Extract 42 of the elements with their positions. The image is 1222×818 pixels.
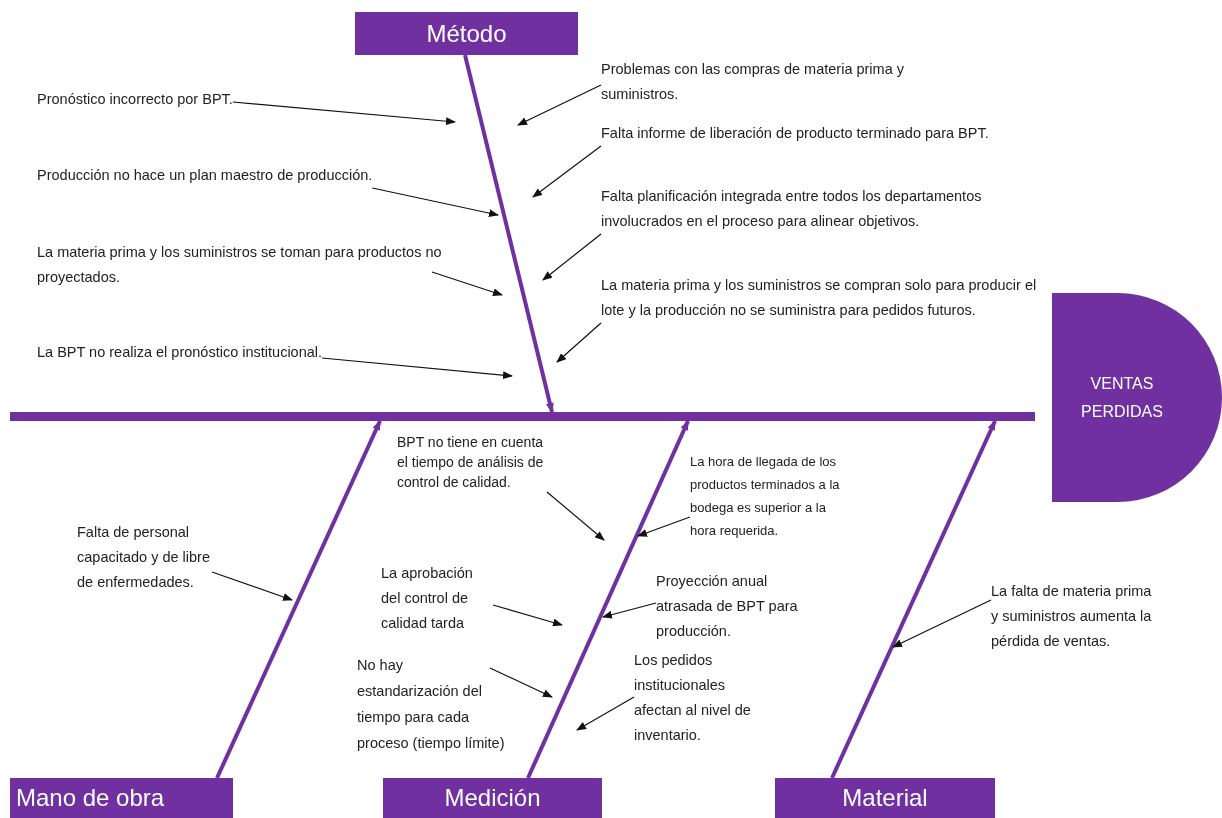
arrow [431, 271, 503, 296]
cause-text: No hay estandarización del tiempo para cada proceso (tiempo límite) [357, 652, 507, 756]
bone-arrow [215, 420, 382, 779]
arrow [892, 599, 992, 648]
arrow [492, 604, 563, 627]
arrow [546, 491, 605, 541]
spine-bar [10, 412, 1035, 421]
bone-arrow [463, 54, 554, 413]
cause-text: Problemas con las compras de materia prima y suministros. [601, 57, 971, 107]
arrow [232, 101, 456, 126]
arrow [637, 516, 691, 537]
arrow [556, 322, 602, 363]
cause-text: La aprobación del control de calidad tarda [381, 561, 493, 636]
category-box: Mano de obra [10, 778, 233, 818]
cause-text: La falta de materia prima y suministros aumenta la pérdida de ventas. [991, 579, 1161, 654]
arrow [576, 696, 635, 731]
category-box: Material [775, 778, 995, 818]
cause-text: Falta informe de liberación de producto terminado para BPT. [601, 121, 989, 146]
cause-text: Pronóstico incorrecto por BPT. [37, 87, 233, 112]
arrow [602, 602, 657, 619]
cause-text: Los pedidos institucionales afectan al nivel de inventario. [634, 648, 762, 748]
arrow [211, 571, 293, 601]
effect-head: VENTAS PERDIDAS [1052, 293, 1222, 502]
arrow [371, 187, 499, 217]
cause-text: Falta de personal capacitado y de libre de enfermedades. [77, 520, 212, 595]
cause-text: La hora de llegada de los productos terminados a la bodega es superior a la hora requerida. [690, 450, 850, 542]
cause-text: Proyección anual atrasada de BPT para producción. [656, 569, 816, 644]
bone-arrow [830, 420, 997, 779]
arrow [532, 145, 602, 198]
arrow [542, 233, 602, 281]
arrow [489, 667, 553, 698]
cause-text: BPT no tiene en cuenta el tiempo de análisis de control de calidad. [397, 432, 547, 492]
cause-text: La BPT no realiza el pronóstico institucional. [37, 340, 323, 365]
cause-text: La materia prima y los suministros se compran solo para producir el lote y la producción no se suministra para pedidos futuros. [601, 273, 1046, 323]
bone-arrow [526, 420, 690, 779]
category-box: Medición [383, 778, 602, 818]
cause-text: Falta planificación integrada entre todos los departamentos involucrados en el proceso para alinear objetivos. [601, 184, 1041, 234]
arrow [517, 84, 602, 126]
cause-text: La materia prima y los suministros se toman para productos no proyectados. [37, 240, 499, 290]
cause-text: Producción no hace un plan maestro de producción. [37, 163, 373, 188]
arrow [321, 357, 513, 380]
category-box: Método [355, 12, 578, 55]
